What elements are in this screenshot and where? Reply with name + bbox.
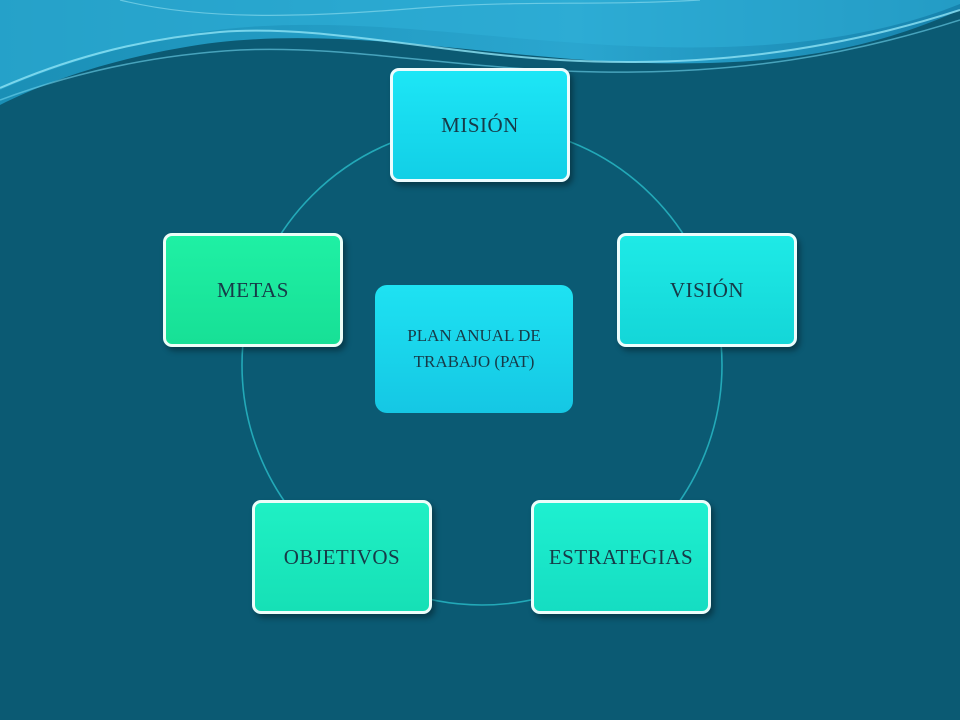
- node-estrategias-label: ESTRATEGIAS: [548, 544, 694, 569]
- node-vision: VISIÓN: [617, 233, 797, 347]
- node-metas: METAS: [163, 233, 343, 347]
- node-objetivos-label: OBJETIVOS: [283, 544, 401, 569]
- center-line-2: TRABAJO (PAT): [413, 352, 535, 371]
- node-estrategias: ESTRATEGIAS: [531, 500, 711, 614]
- node-mision-label: MISIÓN: [441, 112, 519, 137]
- node-vision-label: VISIÓN: [669, 277, 745, 302]
- node-metas-label: METAS: [217, 277, 289, 302]
- center-line-1: PLAN ANUAL DE: [407, 325, 541, 345]
- node-mision: MISIÓN: [390, 68, 570, 182]
- center-plan-node: PLAN ANUAL DE TRABAJO (PAT): [375, 285, 573, 413]
- node-objetivos: OBJETIVOS: [252, 500, 432, 614]
